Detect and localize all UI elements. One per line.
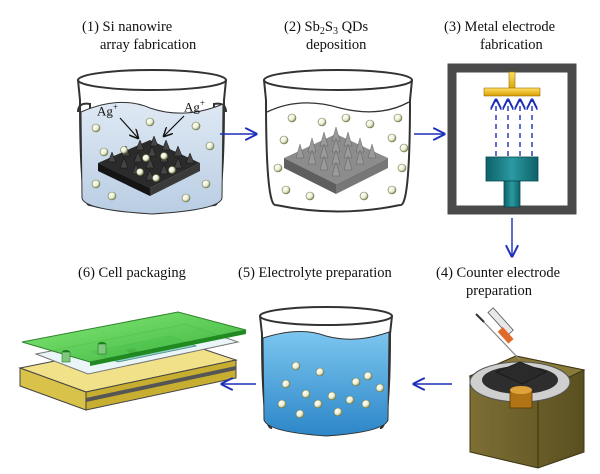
step1-line1: Si nanowire (102, 19, 173, 35)
substrate (495, 361, 547, 385)
beaker-step5 (259, 306, 393, 437)
step5-line1: Electrolyte preparation (258, 265, 392, 281)
step5-title: (5) Electrolyte preparation (238, 264, 392, 282)
nanowire-chip-gray (284, 126, 388, 194)
step6-title: (6) Cell packaging (78, 264, 186, 282)
step4-line2: preparation (466, 283, 533, 299)
metal-electrode (483, 87, 541, 97)
source-crucible (485, 156, 539, 182)
step2-title: (2) Sb2S3 QDs (284, 18, 369, 37)
step6-number: (6) (78, 265, 95, 281)
step6-line1: Cell packaging (98, 265, 186, 281)
ion-arrow-right (164, 115, 185, 136)
evaporation-chamber (447, 63, 577, 215)
step4-number: (4) (436, 265, 453, 281)
step5-number: (5) (238, 265, 255, 281)
step3-line1: Metal electrode (464, 19, 556, 35)
crucible-stem (503, 180, 521, 208)
step2-number: (2) (284, 19, 301, 35)
deposition-arrows (496, 100, 532, 156)
electrolyte-particles (277, 361, 385, 419)
counter-electrode-setup (468, 307, 586, 469)
packaged-cell (18, 311, 247, 411)
silver-particles-step1 (91, 117, 215, 203)
step4-line1: Counter electrode (456, 265, 561, 281)
step1-title: (1) Si nanowire (82, 18, 172, 36)
step3-number: (3) (444, 19, 461, 35)
step1-line2: array fabrication (100, 37, 197, 53)
step2-line2: deposition (306, 37, 367, 53)
step1-number: (1) (82, 19, 99, 35)
electrode-holder (508, 71, 516, 91)
step3-title: (3) Metal electrode (444, 18, 555, 36)
step3-line2: fabrication (480, 37, 543, 53)
flow-arrows (220, 134, 512, 384)
quantum-dots-step2 (273, 113, 409, 201)
electrolyte-liquid (262, 330, 390, 437)
ion-label-right: Ag+ (184, 98, 205, 115)
ion-arrow-left (119, 117, 138, 138)
step2-compound: Sb2S3 (304, 19, 338, 37)
beaker-step1 (77, 69, 227, 215)
ion-label-left: Ag+ (97, 102, 118, 119)
step2-qd: QDs (341, 19, 369, 35)
beaker-step2 (263, 69, 413, 213)
step4-title: (4) Counter electrode (436, 264, 560, 282)
syringe (475, 307, 521, 361)
